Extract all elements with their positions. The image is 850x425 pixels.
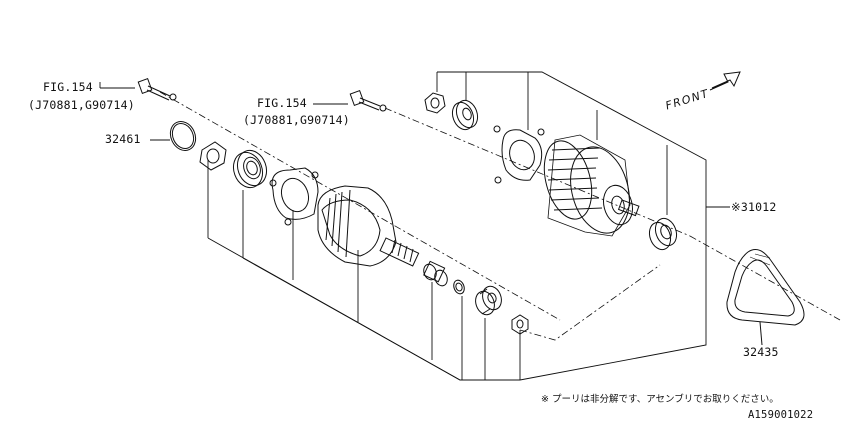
fig-ref-left-sub: (J70881,G90714): [28, 98, 135, 112]
toothed-pulley: [543, 134, 640, 237]
bearing-left: [232, 149, 268, 189]
spline-coupling: [475, 285, 502, 316]
bolt-left: [137, 78, 177, 101]
gasket-plate: [269, 167, 319, 226]
upper-washer: [451, 99, 479, 131]
part-number-32435[interactable]: 32435: [743, 345, 779, 359]
belt-32435: [726, 249, 805, 346]
nut: [511, 314, 529, 335]
upper-plate: [493, 125, 545, 184]
part-number-32461[interactable]: 32461: [105, 132, 141, 146]
assembly-note: ※ プーリは非分解です、アセンブリでお取りください。: [541, 394, 779, 405]
front-arrow-icon: [709, 71, 741, 91]
fig-ref-left[interactable]: FIG.154: [43, 80, 93, 94]
bolt-mid: [349, 90, 387, 112]
o-ring-32461: [169, 120, 197, 152]
drawing-id: A159001022: [748, 409, 814, 421]
snap-ring: [453, 279, 465, 295]
part-number-31012[interactable]: ※31012: [731, 200, 777, 214]
upper-nut: [424, 92, 446, 114]
center-axis-lines: [159, 91, 841, 341]
leader-lines: [99, 71, 730, 381]
bearing-right: [648, 217, 678, 251]
lock-washer: [199, 141, 227, 171]
fig-ref-mid[interactable]: FIG.154: [257, 96, 307, 110]
drive-pulley: [317, 185, 420, 267]
fig-ref-mid-sub: (J70881,G90714): [243, 113, 350, 127]
collar: [423, 260, 448, 287]
